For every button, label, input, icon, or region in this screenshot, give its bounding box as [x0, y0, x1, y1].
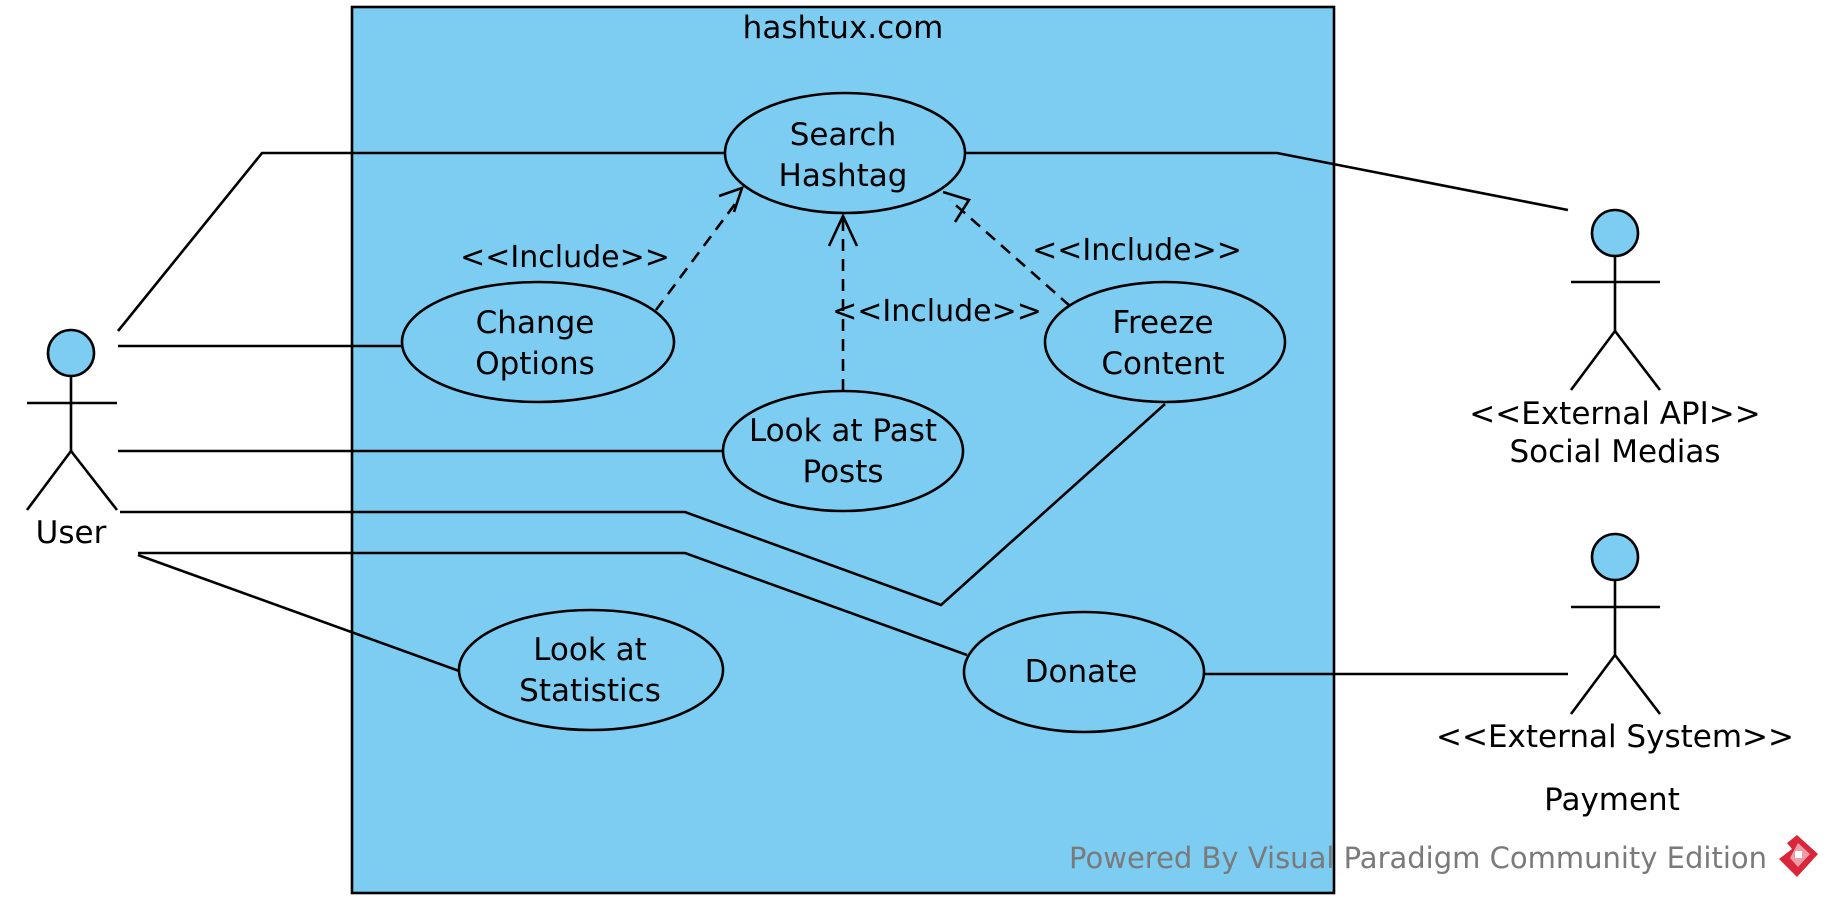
include-arrowhead-past [827, 212, 859, 247]
actor-social-stereotype: <<External API>> [1469, 396, 1760, 432]
associations [116, 151, 1569, 676]
assoc-search-social [964, 151, 1569, 212]
include-arrow-change [654, 199, 740, 311]
usecase-label: Search [790, 117, 897, 153]
usecase-look-at-statistics[interactable]: Look at Statistics [457, 608, 725, 732]
actor-social-label: Social Medias [1509, 434, 1720, 470]
usecase-donate[interactable]: Donate [962, 610, 1206, 734]
include-label-change: <<Include>> [460, 240, 670, 275]
usecase-label: Donate [1025, 654, 1138, 690]
include-dependencies [654, 185, 1071, 391]
include-arrow-freeze [949, 199, 1071, 307]
actor-payment-stereotype: <<External System>> [1436, 719, 1794, 755]
usecase-label: Freeze [1112, 305, 1213, 341]
usecase-label: Statistics [519, 673, 661, 709]
visual-paradigm-logo-icon [1779, 835, 1818, 877]
usecase-label: Look at [533, 632, 647, 668]
actor-user-label: User [36, 515, 107, 551]
usecase-label: Hashtag [779, 158, 908, 194]
assoc-user-stats [137, 553, 463, 674]
usecase-freeze-content[interactable]: Freeze Content [1043, 280, 1287, 404]
include-label-freeze: <<Include>> [1032, 233, 1242, 268]
system-title: hashtux.com [743, 10, 944, 46]
actor-payment[interactable] [1569, 532, 1662, 715]
usecase-label: Posts [802, 454, 883, 490]
include-label-past: <<Include>> [832, 294, 1042, 329]
usecase-look-at-past-posts[interactable]: Look at Past Posts [721, 389, 965, 513]
usecase-label: Content [1101, 346, 1224, 382]
actor-payment-label: Payment [1544, 782, 1680, 818]
include-arrowhead-freeze [942, 190, 972, 223]
assoc-user-donate [138, 551, 968, 657]
assoc-user-freeze [120, 403, 1166, 607]
usecase-label: Options [475, 346, 595, 382]
usecase-label: Change [476, 305, 595, 341]
usecase-search-hashtag[interactable]: Search Hashtag [723, 91, 967, 215]
usecase-label: Look at Past [749, 413, 937, 449]
include-arrowhead-change [718, 185, 745, 213]
actor-social-medias[interactable] [1569, 208, 1662, 391]
assoc-user-search [116, 151, 726, 332]
actor-user[interactable] [25, 328, 119, 511]
usecase-change-options[interactable]: Change Options [400, 280, 676, 404]
watermark-text: Powered By Visual Paradigm Community Edi… [1069, 841, 1767, 875]
